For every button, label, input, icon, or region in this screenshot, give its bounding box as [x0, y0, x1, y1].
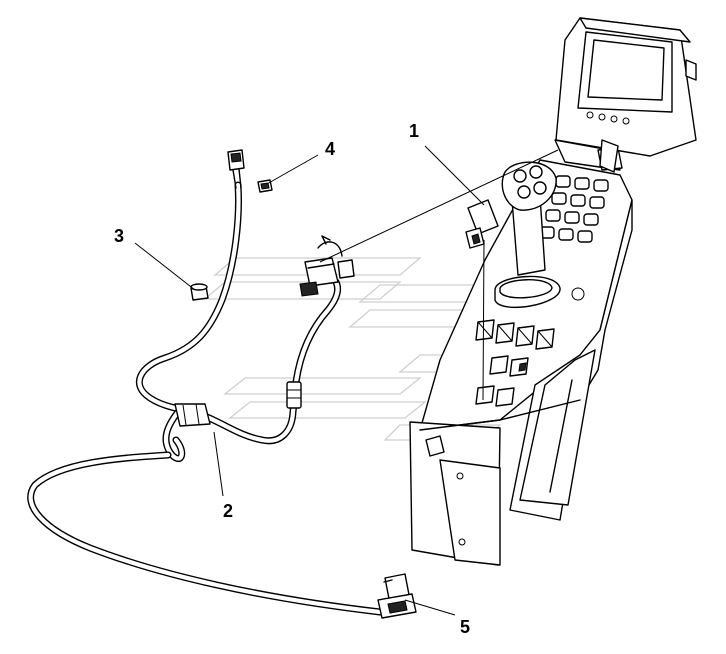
relay-connector [299, 235, 355, 297]
control-console [409, 139, 633, 566]
joystick [494, 161, 585, 308]
callout-1: 1 [409, 121, 419, 141]
leader-lines [134, 145, 559, 616]
callout-5: 5 [460, 617, 470, 637]
part-1-switch [465, 199, 499, 249]
callout-2: 2 [223, 501, 233, 521]
callout-labels: 1 2 3 4 5 [114, 121, 470, 637]
part-4-clip [257, 179, 273, 193]
part-3-grommet [190, 283, 209, 301]
display-monitor [555, 17, 697, 173]
part-5-connector [377, 573, 417, 619]
harness-end-connector [227, 149, 245, 189]
callout-3: 3 [114, 226, 124, 246]
wiring-harness [27, 181, 384, 616]
rocker-switches [475, 319, 555, 407]
callout-4: 4 [325, 139, 335, 159]
